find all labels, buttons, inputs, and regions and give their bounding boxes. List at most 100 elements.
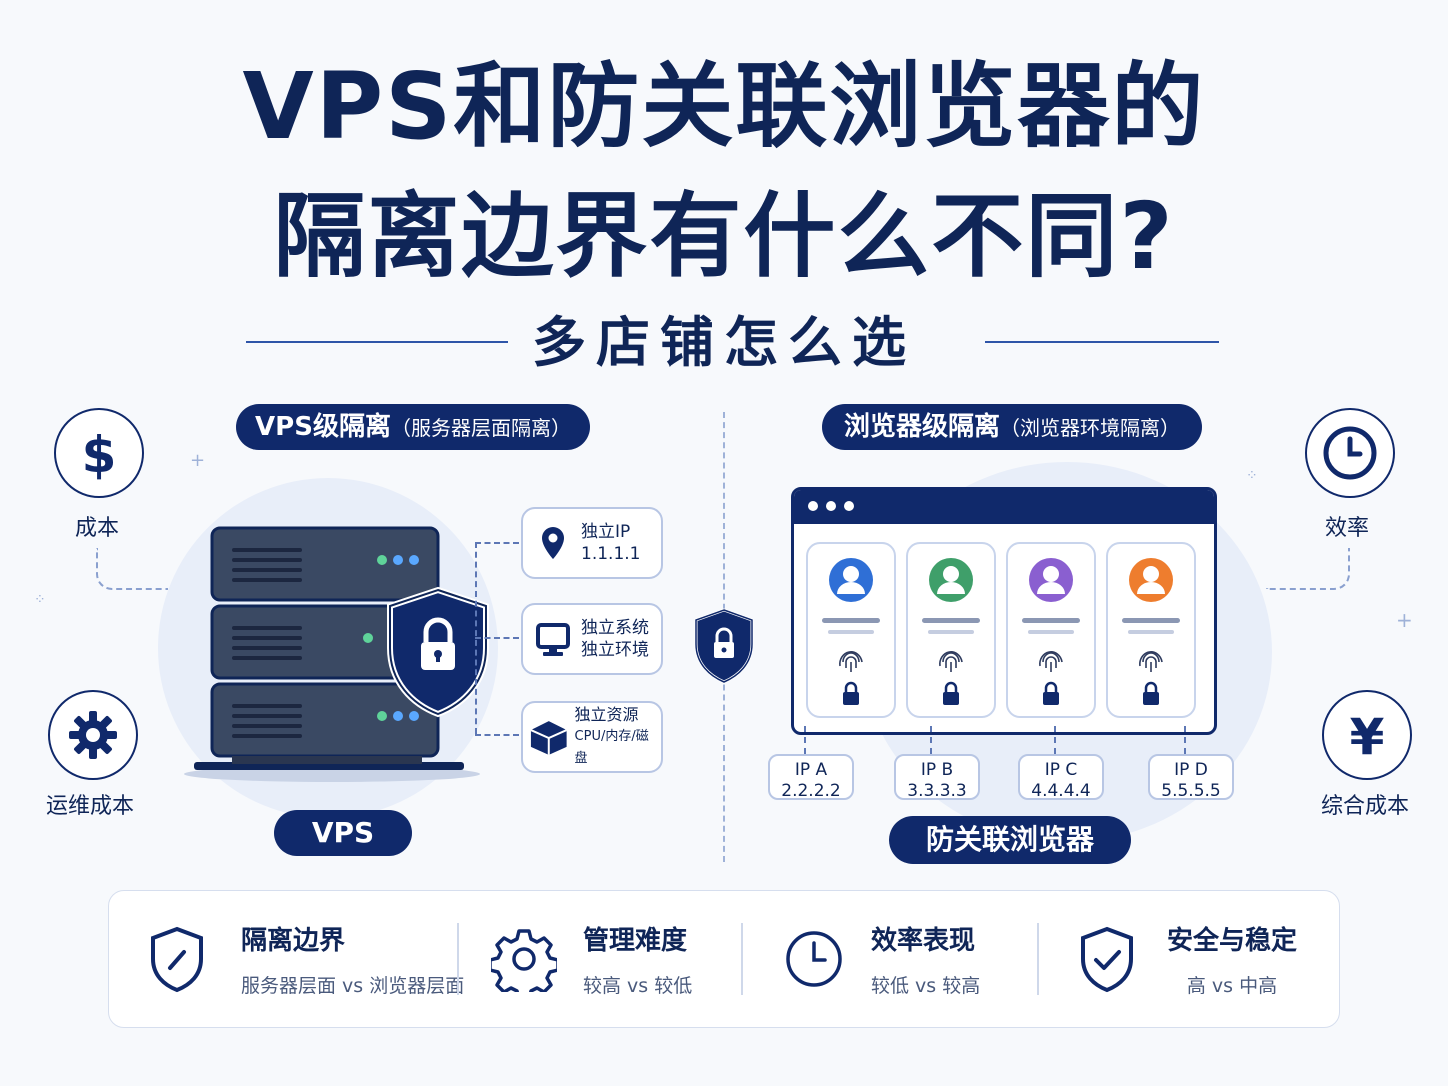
ip-connector	[1054, 726, 1056, 754]
fingerprint-icon	[1139, 651, 1163, 672]
window-dot-icon	[808, 501, 818, 511]
profile-line-icon	[922, 618, 980, 623]
ip-tag-address: 5.5.5.5	[1161, 781, 1221, 801]
gear-outline-icon	[491, 929, 557, 992]
cost-label: 成本	[74, 516, 119, 541]
ip-connector	[804, 726, 806, 754]
compare-security: 安全与稳定 高 vs 中高	[1077, 891, 1297, 1027]
center-shield-icon	[692, 606, 756, 690]
compare-management-title: 管理难度	[583, 926, 688, 956]
ip-tag-name: IP D	[1174, 760, 1208, 780]
profile-line-icon	[1022, 618, 1080, 623]
profile-line-icon	[1122, 618, 1180, 623]
compare-security-detail: 高 vs 中高	[1186, 975, 1278, 997]
profile-card	[806, 542, 896, 718]
profile-line-icon	[822, 618, 880, 623]
title-line-2: 隔离边界有什么不同?	[273, 183, 1175, 290]
efficiency-connector	[1266, 548, 1350, 590]
subtitle: 多店铺怎么选	[532, 311, 916, 374]
subtitle-rule-right	[985, 341, 1219, 343]
sparkle-icon: ⁘	[1246, 468, 1258, 484]
browser-label-pill: 防关联浏览器	[889, 816, 1131, 864]
profile-line-icon	[1028, 630, 1074, 634]
feature-resources-title: 独立资源	[574, 705, 639, 724]
ip-tag-name: IP A	[794, 760, 828, 780]
server-rack-icon	[172, 522, 492, 788]
compare-security-title: 安全与稳定	[1167, 926, 1298, 956]
avatar-icon	[929, 558, 973, 602]
fingerprint-icon	[939, 651, 963, 672]
shield-slash-icon	[151, 926, 203, 993]
profile-line-icon	[828, 630, 874, 634]
avatar-icon	[1029, 558, 1073, 602]
subtitle-rule-left	[246, 341, 508, 343]
yen-icon: ¥	[1350, 708, 1385, 762]
gear-icon	[69, 711, 117, 759]
ip-tag-address: 2.2.2.2	[781, 781, 841, 801]
ip-tag-address: 4.4.4.4	[1031, 781, 1091, 801]
cube-icon	[530, 721, 568, 755]
feature-card-system: 独立系统独立环境	[521, 603, 663, 675]
vps-pill-sub: （服务器层面隔离）	[390, 416, 571, 440]
compare-isolation-detail: 服务器层面 vs 浏览器层面	[241, 975, 465, 997]
svg-text:$: $	[82, 426, 117, 480]
svg-text:¥: ¥	[1350, 708, 1385, 762]
fingerprint-icon	[1039, 651, 1063, 672]
compare-isolation-title: 隔离边界	[241, 926, 346, 956]
browser-pill-main: 浏览器级隔离	[843, 412, 1000, 442]
feature-system-title: 独立系统	[581, 618, 649, 638]
profile-card	[906, 542, 996, 718]
compare-management: 管理难度 较高 vs 较低	[491, 891, 692, 1027]
total-cost-circle: ¥	[1322, 690, 1412, 780]
profile-card	[1106, 542, 1196, 718]
lock-icon	[943, 681, 959, 705]
compare-efficiency-title: 效率表现	[871, 926, 976, 956]
compare-divider	[741, 923, 743, 995]
avatar-icon	[829, 558, 873, 602]
ip-tag-name: IP C	[1044, 760, 1078, 780]
browser-pill-sub: （浏览器环境隔离）	[1000, 416, 1180, 440]
compare-isolation: 隔离边界 服务器层面 vs 浏览器层面	[147, 891, 464, 1027]
sparkle-icon: +	[1396, 608, 1413, 632]
sparkle-icon: +	[190, 450, 206, 471]
compare-divider	[457, 923, 459, 995]
shield-check-icon	[1081, 926, 1133, 993]
lock-icon	[1143, 681, 1159, 705]
profile-card	[1006, 542, 1096, 718]
compare-efficiency: 效率表现 较低 vs 较高	[783, 891, 980, 1027]
monitor-icon	[536, 623, 570, 656]
cost-connector	[96, 548, 168, 590]
ip-tag-name: IP B	[920, 760, 954, 780]
ip-connector	[1184, 726, 1186, 754]
profile-grid	[806, 542, 1202, 718]
ops-cost-circle	[48, 690, 138, 780]
fingerprint-icon	[839, 651, 863, 672]
sparkle-icon: ⁘	[34, 592, 46, 608]
ip-tag-address: 3.3.3.3	[907, 781, 967, 801]
feature-connector-2	[475, 637, 519, 639]
compare-management-detail: 较高 vs 较低	[583, 975, 693, 997]
feature-system-desc: 独立环境	[581, 640, 649, 660]
efficiency-label: 效率	[1324, 516, 1369, 541]
vps-isolation-pill: VPS级隔离（服务器层面隔离）	[236, 404, 590, 450]
feature-ip-title: 独立IP	[581, 522, 631, 542]
lock-icon	[1043, 681, 1059, 705]
clock-icon	[1323, 426, 1377, 480]
vps-pill-main: VPS级隔离	[255, 412, 391, 442]
browser-titlebar	[794, 490, 1214, 524]
title-line-1: VPS和防关联浏览器的	[242, 53, 1206, 160]
vps-label-pill: VPS	[274, 810, 412, 856]
lock-icon	[843, 681, 859, 705]
feature-connector-3	[475, 734, 519, 736]
location-pin-icon	[542, 527, 564, 559]
ip-connector	[930, 726, 932, 754]
total-cost-label: 综合成本	[1320, 794, 1409, 819]
ops-cost-label: 运维成本	[45, 794, 134, 819]
window-dot-icon	[844, 501, 854, 511]
